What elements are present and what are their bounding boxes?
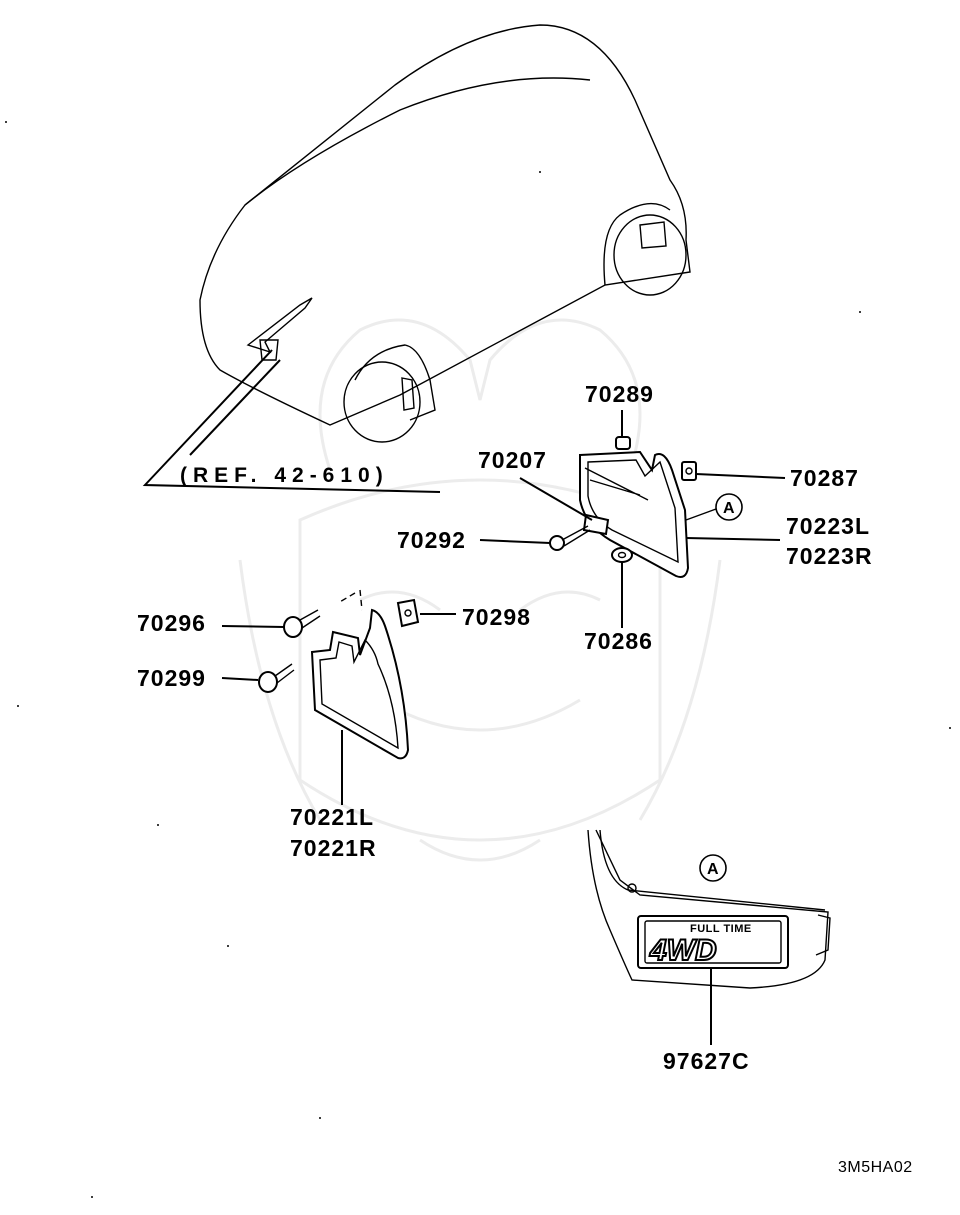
bolt-70299 (258, 663, 295, 693)
clip-70298 (396, 598, 420, 628)
svg-text:A: A (707, 861, 719, 878)
part-label-70287: 70287 (790, 465, 859, 491)
svg-text:A: A (723, 500, 735, 517)
part-label-70223l: 70223L (786, 513, 870, 539)
emblem-full-time-text: FULL TIME (690, 923, 752, 935)
part-label-97627c: 97627C (663, 1048, 750, 1074)
callout-a-top: A (685, 493, 743, 521)
part-label-70221r: 70221R (290, 835, 377, 861)
callout-a-detail: A (699, 854, 727, 882)
clip-70287 (681, 461, 697, 481)
bolt-70296 (283, 609, 321, 638)
reference-leader (142, 349, 441, 493)
watermark-emblem (238, 318, 722, 862)
lower-mud-flap (310, 589, 410, 760)
leader-lines (221, 410, 786, 1045)
emblem-4wd-text: 4WD (649, 934, 717, 967)
part-label-70286: 70286 (584, 628, 653, 654)
drawing-code: 3M5HA02 (838, 1159, 913, 1176)
washer-70286 (611, 547, 633, 563)
part-label-70223r: 70223R (786, 543, 873, 569)
part-label-70207: 70207 (478, 447, 547, 473)
part-label-70292: 70292 (397, 527, 466, 553)
detail-a-flap: FULL TIME 4WD (587, 829, 831, 989)
screw-70292 (549, 525, 591, 551)
vehicle-outline (199, 24, 691, 443)
part-label-70299: 70299 (137, 665, 206, 691)
part-label-70289: 70289 (585, 381, 654, 407)
part-label-70221l: 70221L (290, 804, 374, 830)
reference-label: (REF. 42-610) (180, 464, 389, 487)
part-label-70298: 70298 (462, 604, 531, 630)
clip-70289 (615, 436, 631, 450)
scan-specks (5, 121, 951, 1198)
upper-mud-flap (579, 450, 690, 578)
part-label-70296: 70296 (137, 610, 206, 636)
